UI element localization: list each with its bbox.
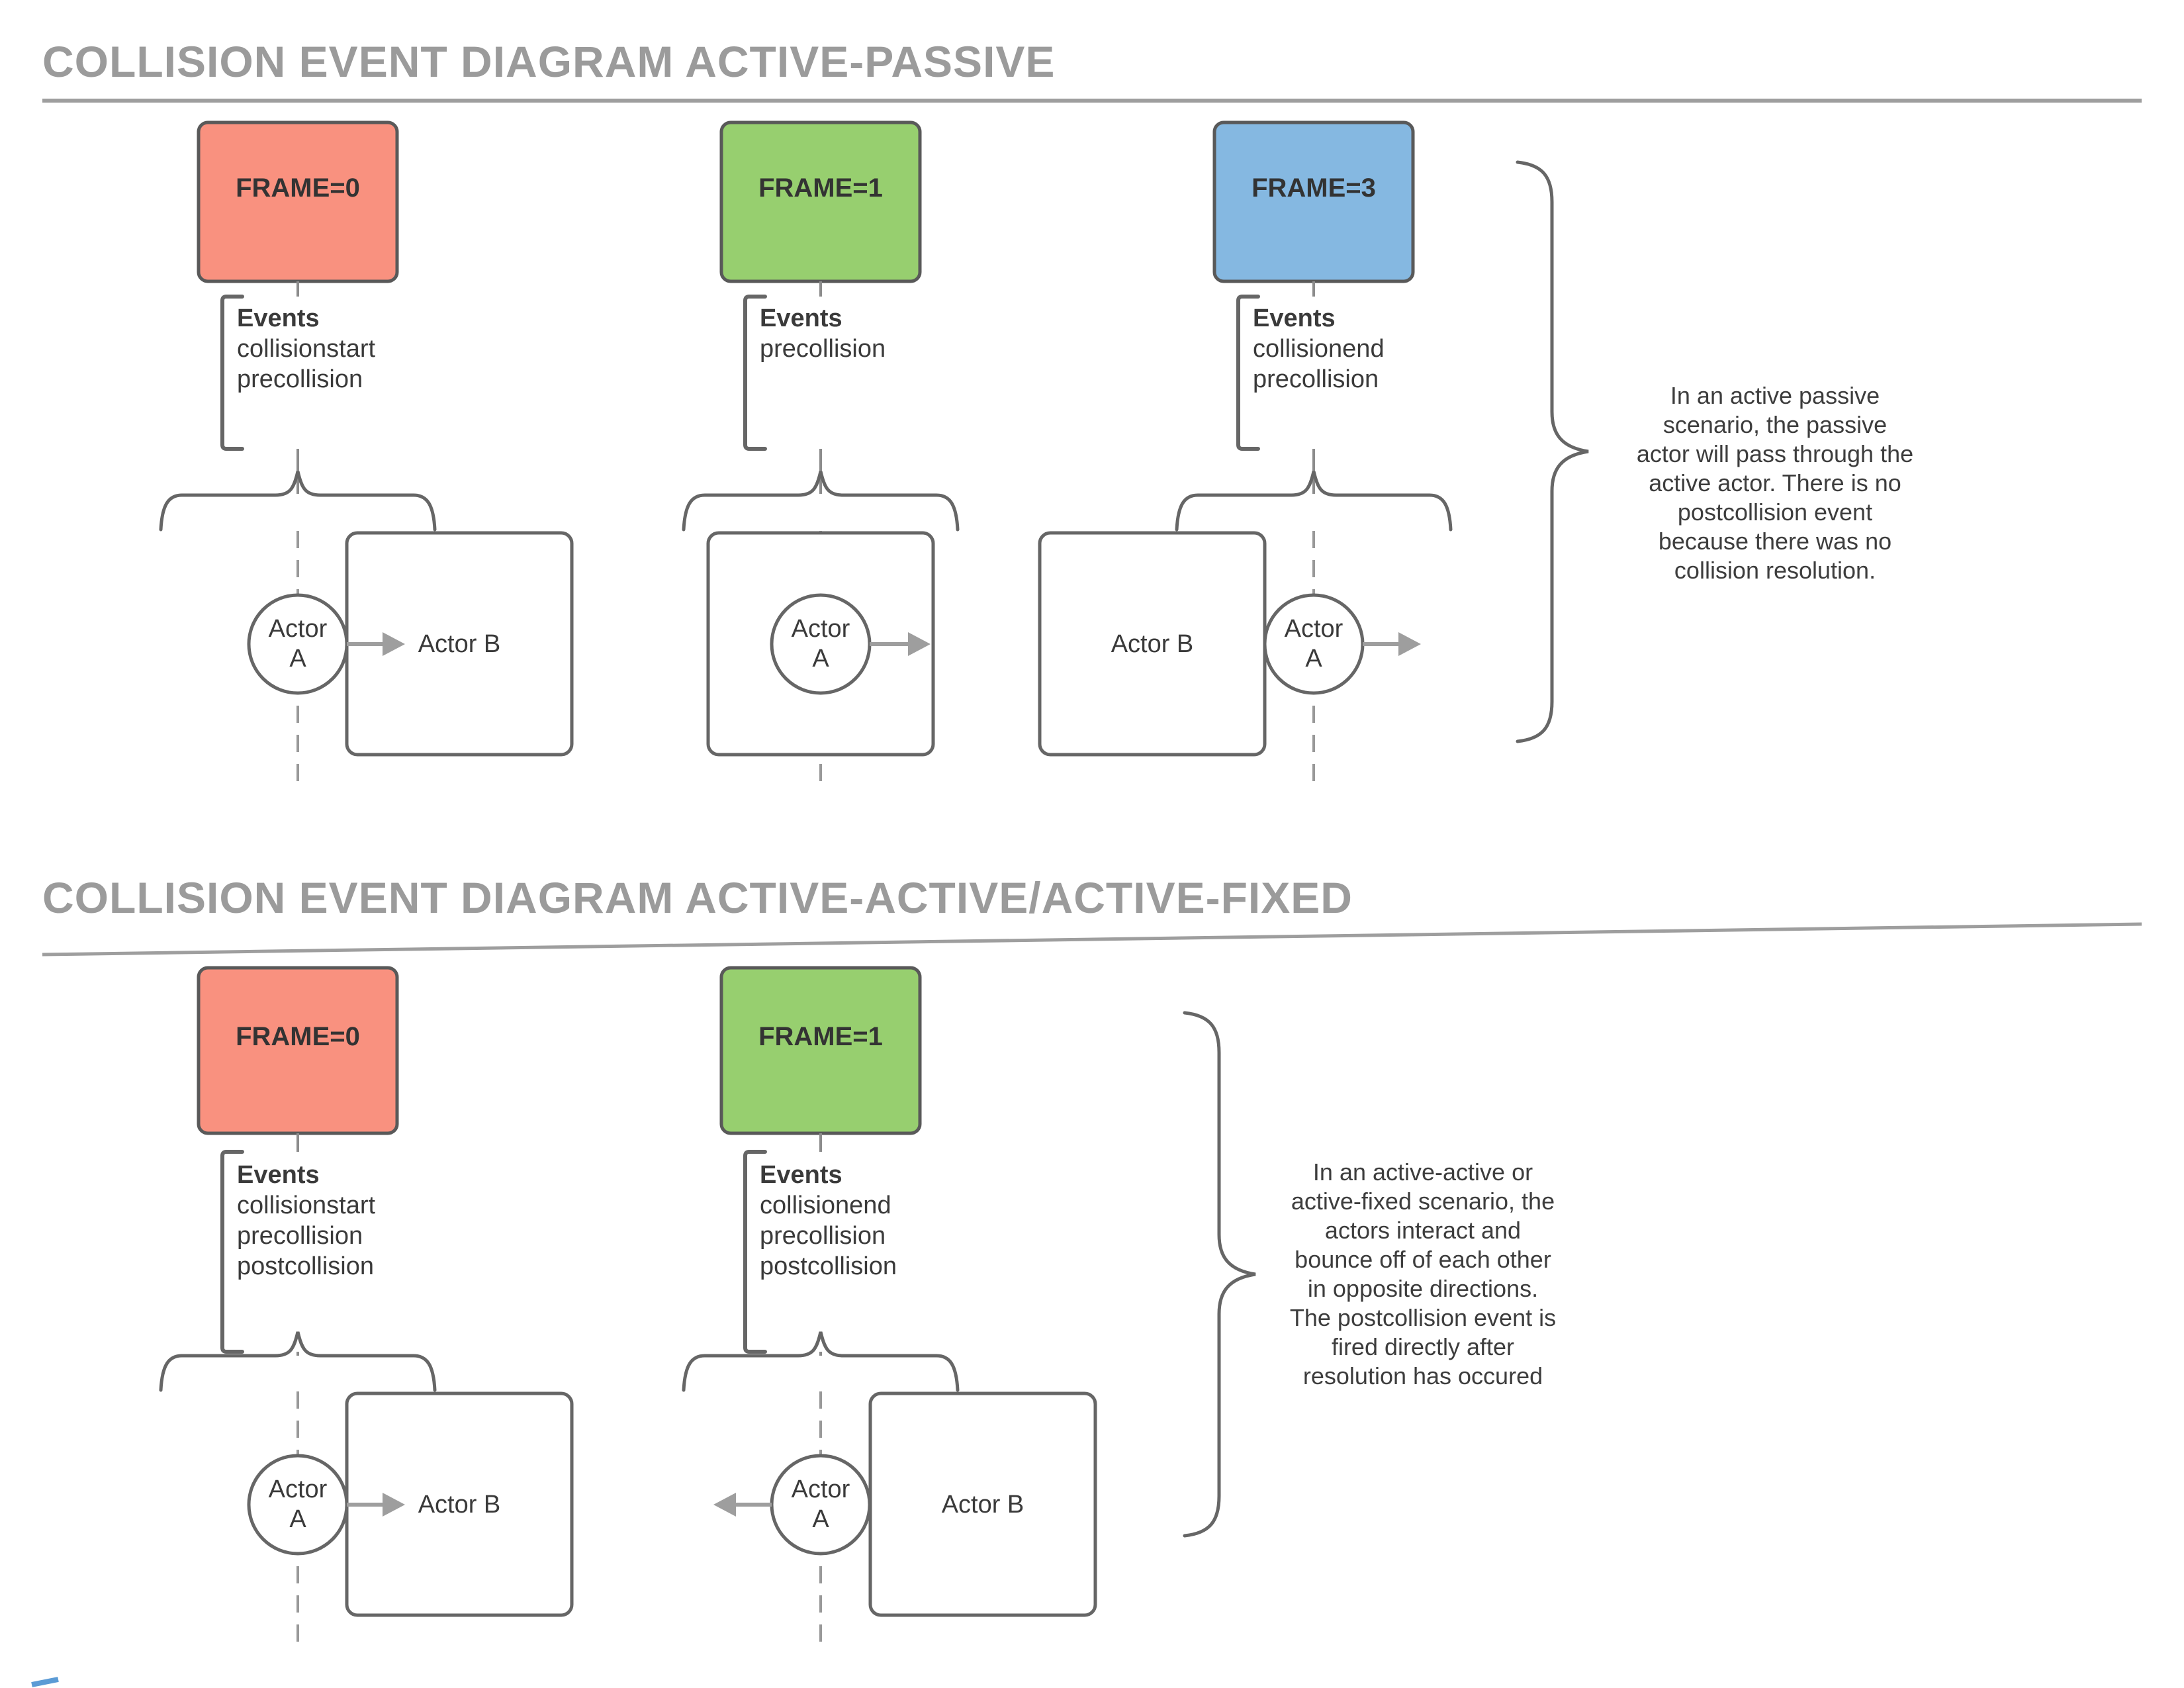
event-item: collisionend: [760, 1192, 891, 1219]
events-title: Events: [237, 305, 320, 332]
note-brace: [1183, 1011, 1256, 1538]
events-list: Events collisionstart precollision: [237, 303, 375, 395]
section1-note: In an active passive scenario, the passi…: [1636, 382, 1914, 584]
events-list: Events collisionstart precollision postc…: [237, 1160, 375, 1282]
timeline-brace: [159, 1331, 437, 1392]
actor-b-label: Actor B: [1111, 630, 1194, 658]
events-list: Events precollision: [760, 303, 886, 364]
actor-a-label: Actor A: [1284, 615, 1343, 673]
frame-label: FRAME=0: [236, 173, 360, 203]
events-bracket: [743, 1150, 767, 1354]
actor-a-label: Actor A: [268, 615, 328, 673]
section2-divider: [42, 922, 2142, 957]
timeline-brace: [1175, 471, 1453, 532]
event-item: precollision: [760, 335, 886, 363]
events-title: Events: [760, 1161, 842, 1189]
arrow-right-icon: [347, 1493, 405, 1517]
events-title: Events: [760, 305, 842, 332]
actor-a-label: Actor A: [791, 1476, 850, 1533]
events-bracket: [220, 1150, 244, 1354]
frame-label: FRAME=0: [236, 1022, 360, 1051]
timeline-brace: [682, 471, 960, 532]
actor-b-label: Actor B: [418, 1491, 501, 1519]
timeline-brace: [159, 471, 437, 532]
actor-a-label: Actor A: [791, 615, 850, 673]
events-bracket: [1236, 295, 1260, 451]
events-bracket: [220, 295, 244, 451]
actor-a-label: Actor A: [268, 1476, 328, 1533]
arrow-right-icon: [347, 632, 405, 656]
arrow-right-icon: [870, 632, 931, 656]
actor-b-label: Actor B: [941, 1491, 1024, 1519]
events-title: Events: [1253, 305, 1336, 332]
event-item: postcollision: [237, 1252, 374, 1280]
section2-note: In an active-active or active-fixed scen…: [1289, 1158, 1557, 1389]
event-item: precollision: [237, 1222, 363, 1250]
section1-title: COLLISION EVENT DIAGRAM ACTIVE-PASSIVE: [42, 37, 1056, 86]
cropped-blue-line: [31, 1677, 59, 1687]
events-list: Events collisionend precollision postcol…: [760, 1160, 897, 1282]
arrow-right-icon: [1363, 632, 1421, 656]
event-item: collisionstart: [237, 1192, 376, 1219]
events-title: Events: [237, 1161, 320, 1189]
section2-title: COLLISION EVENT DIAGRAM ACTIVE-ACTIVE/AC…: [42, 873, 1353, 922]
events-bracket: [743, 295, 767, 451]
frame-label: FRAME=3: [1251, 173, 1376, 203]
event-item: precollision: [1253, 365, 1379, 393]
timeline-brace: [682, 1331, 960, 1392]
note-brace: [1516, 160, 1589, 743]
events-list: Events collisionend precollision: [1253, 303, 1385, 395]
frame-label: FRAME=1: [758, 173, 883, 203]
arrow-left-icon: [713, 1493, 772, 1517]
event-item: collisionend: [1253, 335, 1385, 363]
event-item: precollision: [237, 365, 363, 393]
event-item: precollision: [760, 1222, 886, 1250]
event-item: collisionstart: [237, 335, 376, 363]
event-item: postcollision: [760, 1252, 897, 1280]
frame-label: FRAME=1: [758, 1022, 883, 1051]
actor-b-label: Actor B: [418, 630, 501, 658]
